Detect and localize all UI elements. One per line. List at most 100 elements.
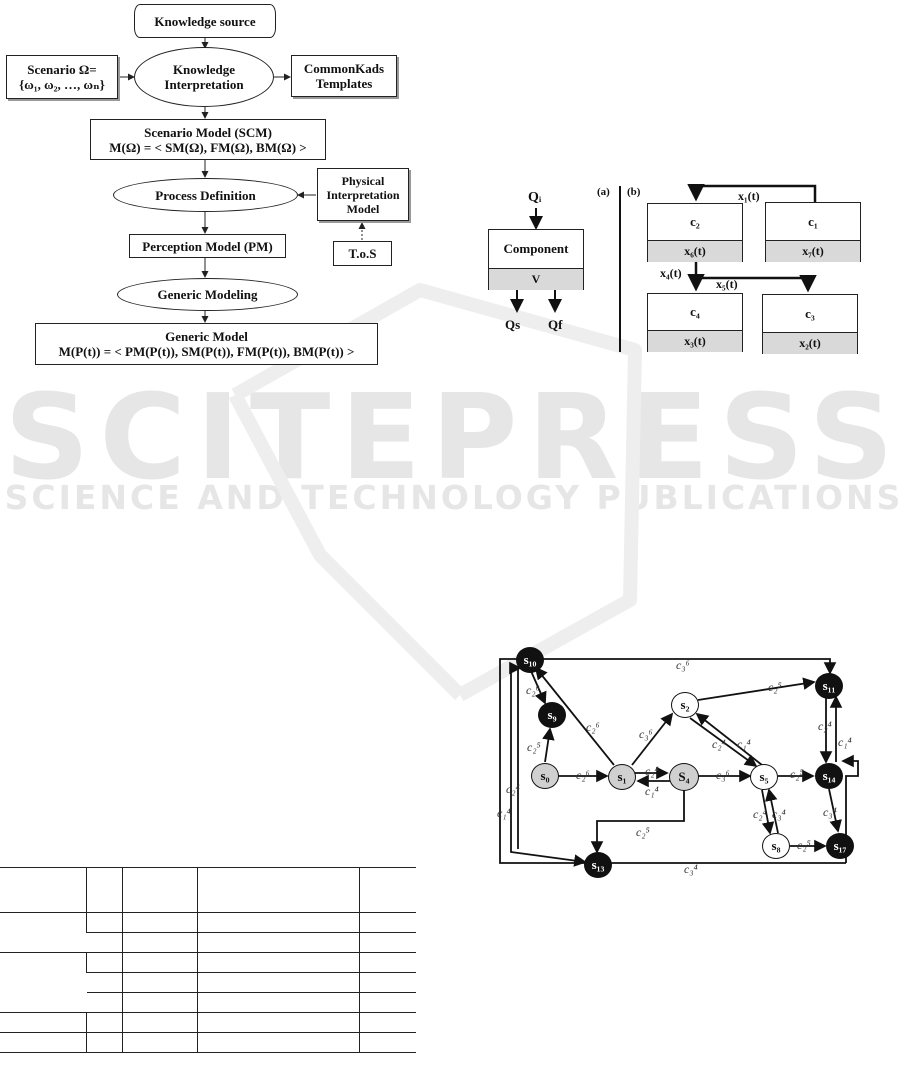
perception-model-label: Perception Model (PM) [142,238,273,254]
edge-label: c₁⁴ [737,737,751,751]
table-row [0,1032,416,1053]
x1-label: x₁(t) [738,189,760,203]
table-cell [197,867,360,913]
table-cell [0,867,87,913]
scenario-set: {ω₁, ω₂, …, ωₙ} [19,77,105,92]
edge-label: c₃⁶ [639,727,653,741]
table-cell [86,992,123,1013]
commonkads-templates-box: CommonKads Templates [291,55,397,97]
state-s1: s₁ [608,764,636,790]
panel-b-label: (b) [627,186,641,198]
edge-label: c₂⁵ [768,680,782,694]
tos-box: T.o.S [333,241,392,266]
x4-label: x₄(t) [660,266,682,280]
edge-label: c₂⁵ [797,838,811,852]
x6-label: x₆(t) [648,240,742,262]
table-row [0,972,416,993]
generic-model-title: Generic Model [165,329,248,344]
physical-line2: Interpretation [326,187,400,202]
table-cell [0,1032,87,1053]
watermark-logo-text: SCITEPRESS [4,368,904,506]
edge-label: c₂⁵ [636,825,650,839]
table-cell [86,867,123,913]
table-cell [359,952,416,973]
x5-label: x₅(t) [716,277,738,291]
component-v: V [489,267,583,290]
state-s0: s₀ [531,763,559,789]
scenario-box: Scenario Ω= {ω₁, ω₂, …, ωₙ} [6,55,118,99]
component-title: Component [503,240,569,256]
state-s2: s₂ [671,692,699,718]
table-row [0,912,416,953]
state-s11: s₁₁ [815,673,843,699]
data-table [0,867,416,1053]
physical-interpretation-model-box: Physical Interpretation Model [317,168,409,221]
table-cell [0,912,87,953]
component-c1: c₁ x₇(t) [765,202,861,262]
c1-label: c₁ [808,213,818,229]
knowledge-interpretation-line1: Knowledge [172,62,236,77]
edge-label: c₃⁴ [772,807,786,821]
table-cell [359,912,416,933]
qf-label: Qf [548,317,563,332]
table-row [0,1012,416,1033]
knowledge-source-label: Knowledge source [154,13,256,29]
table-cell [197,1012,360,1033]
edge-label: c₁⁴ [645,784,659,798]
qi-label: Qᵢ [528,190,542,205]
generic-modeling-ellipse: Generic Modeling [117,278,298,311]
table-row [0,992,416,1013]
table-cell [86,932,123,953]
state-s8: s₈ [762,833,790,859]
table-cell [122,972,198,993]
edge-label: c₂⁴ [645,764,659,778]
c4-label: c₄ [690,304,700,320]
state-s9: s₉ [538,702,566,728]
edge-label: c₂⁵ [527,740,541,754]
knowledge-interpretation-line2: Interpretation [164,77,244,92]
table-header-row [0,867,416,913]
table-cell [86,952,123,973]
component-box: Component V [488,229,584,290]
edge-label: c₁⁴ [497,806,511,820]
scenario-model-box: Scenario Model (SCM) M(Ω) = < SM(Ω), FM(… [90,119,326,160]
scenario-model-formula: M(Ω) = < SM(Ω), FM(Ω), BM(Ω) > [109,139,307,155]
component-c2: c₂ x₆(t) [647,203,743,262]
edge-label: c₂⁴ [818,719,832,733]
x2-label: x₂(t) [763,332,857,354]
table-cell [122,992,198,1013]
commonkads-line2: Templates [315,76,373,91]
table-cell [359,972,416,993]
table-cell [86,1012,123,1033]
knowledge-interpretation-ellipse: Knowledge Interpretation [134,47,274,107]
generic-modeling-label: Generic Modeling [157,287,258,302]
table-cell [197,1032,360,1053]
state-s13: s₁₃ [584,852,612,878]
table-cell [359,867,416,913]
x7-label: x₇(t) [766,240,860,262]
watermark-tagline: SCIENCE AND TECHNOLOGY PUBLICATIONS [4,478,904,517]
table-cell [197,912,360,933]
table-cell [0,952,87,1013]
scenario-label: Scenario Ω= [27,62,97,77]
panel-a-label: (a) [597,186,610,198]
table-cell [359,1012,416,1033]
x3-label: x₃(t) [648,330,742,352]
table-cell [122,932,198,953]
knowledge-source-box: Knowledge source [134,4,276,38]
process-definition-label: Process Definition [155,187,256,203]
scenario-model-title: Scenario Model (SCM) [144,124,272,140]
edge-label: c₂⁵ [790,767,804,781]
commonkads-line1: CommonKads [303,61,385,76]
component-c3: c₃ x₂(t) [762,294,858,354]
physical-line1: Physical [341,173,385,188]
edge-label: c₂⁴ [506,782,520,796]
state-s10: s₁₀ [516,647,544,673]
table-cell [86,972,123,993]
edge-label: c₁⁴ [838,735,852,749]
table-cell [359,932,416,953]
table-cell [86,912,123,933]
table-cell [197,952,360,973]
c2-label: c₂ [690,214,700,230]
state-s14: s₁₄ [815,763,843,789]
